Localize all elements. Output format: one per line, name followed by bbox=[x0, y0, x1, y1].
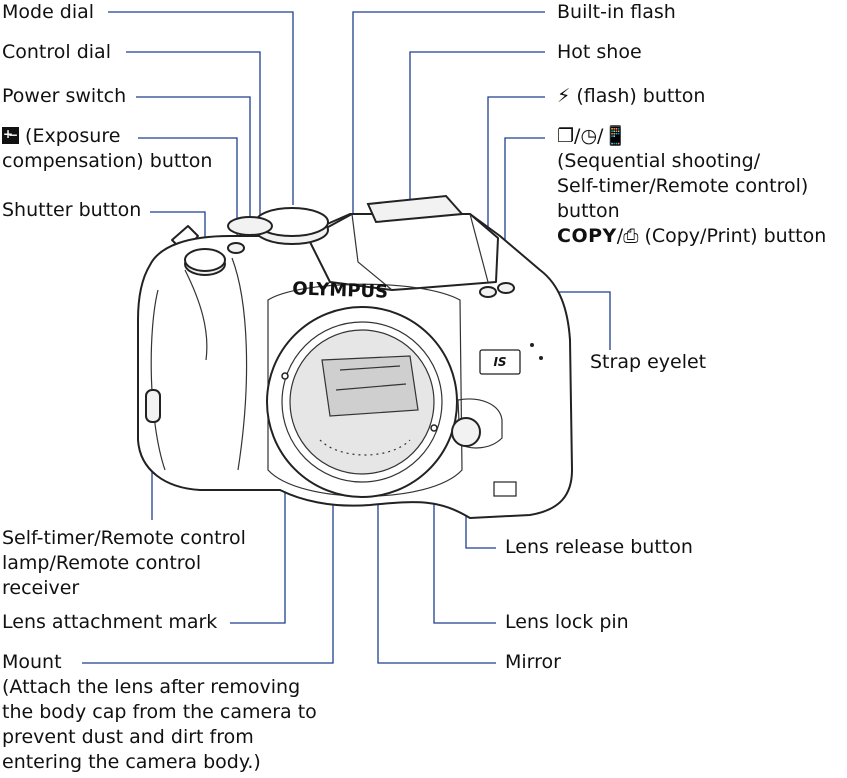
copy-word: COPY bbox=[557, 225, 617, 247]
sequential-line-4: button bbox=[557, 200, 620, 222]
separator-3: / bbox=[616, 225, 624, 247]
leader-mount bbox=[82, 490, 334, 664]
label-sequential-button: ❐/◷/📱 (Sequential shooting/ Self-timer/R… bbox=[557, 124, 826, 249]
leader-mode-dial bbox=[108, 11, 294, 205]
label-mode-dial: Mode dial bbox=[2, 1, 95, 23]
copy-print-text: (Copy/Print) button bbox=[644, 225, 827, 247]
leader-strap-eyelet bbox=[555, 291, 611, 350]
leader-built-in-flash bbox=[352, 11, 545, 262]
flash-button-text: (flash) button bbox=[576, 85, 706, 107]
label-mount: Mount bbox=[2, 651, 62, 673]
leader-power-switch bbox=[136, 96, 251, 225]
lens-lock-pin bbox=[430, 424, 438, 432]
label-lens-lock-pin: Lens lock pin bbox=[505, 611, 629, 633]
leader-hot-shoe bbox=[409, 51, 545, 205]
exposure-button-text: (Exposure compensation) button bbox=[2, 125, 213, 172]
label-flash-button: ⚡ (flash) button bbox=[557, 84, 705, 109]
label-mirror: Mirror bbox=[505, 651, 561, 673]
self-timer-lamp bbox=[145, 389, 161, 423]
leader-exposure-button bbox=[138, 137, 238, 235]
camera-body bbox=[137, 194, 573, 519]
is-badge-label: IS bbox=[493, 355, 506, 369]
exposure-compensation-icon bbox=[2, 122, 19, 148]
brand-name: OLYMPUS bbox=[292, 278, 388, 302]
hot-shoe bbox=[366, 194, 465, 224]
is-badge bbox=[479, 349, 521, 375]
leader-flash-button bbox=[487, 96, 545, 282]
sequential-line-3: Self-timer/Remote control) bbox=[557, 175, 809, 197]
label-exposure-compensation-button: (Exposure compensation) button bbox=[2, 122, 232, 174]
separator-1: / bbox=[574, 125, 581, 147]
mirror bbox=[321, 355, 419, 417]
label-built-in-flash: Built-in flash bbox=[557, 1, 676, 23]
lens-attachment-mark bbox=[281, 372, 289, 380]
leader-control-dial bbox=[126, 51, 261, 218]
label-power-switch: Power switch bbox=[2, 85, 127, 107]
print-icon: ⎙ bbox=[623, 225, 639, 247]
flash-button-shape bbox=[479, 286, 497, 298]
label-shutter-button: Shutter button bbox=[2, 199, 142, 221]
sequential-button-shape bbox=[497, 282, 515, 294]
label-hot-shoe: Hot shoe bbox=[557, 41, 642, 63]
leader-sequential-button bbox=[504, 137, 545, 282]
lens-release-button bbox=[451, 417, 481, 447]
body-emblem bbox=[493, 481, 517, 497]
sequential-shooting-icon: ❐ bbox=[557, 125, 575, 147]
sequential-line-2: (Sequential shooting/ bbox=[557, 150, 761, 172]
control-dial bbox=[227, 216, 273, 236]
flash-icon: ⚡ bbox=[557, 85, 571, 107]
self-timer-icon: ◷ bbox=[580, 125, 598, 147]
label-mount-note: (Attach the lens after removing the body… bbox=[2, 676, 317, 773]
label-control-dial: Control dial bbox=[2, 41, 111, 63]
remote-control-icon: 📱 bbox=[603, 125, 628, 147]
label-lens-attachment-mark: Lens attachment mark bbox=[2, 611, 218, 633]
label-strap-eyelet: Strap eyelet bbox=[590, 351, 707, 373]
separator-2: / bbox=[597, 125, 604, 147]
label-self-timer-lamp: Self-timer/Remote control lamp/Remote co… bbox=[2, 527, 246, 599]
label-lens-release-button: Lens release button bbox=[505, 536, 693, 558]
